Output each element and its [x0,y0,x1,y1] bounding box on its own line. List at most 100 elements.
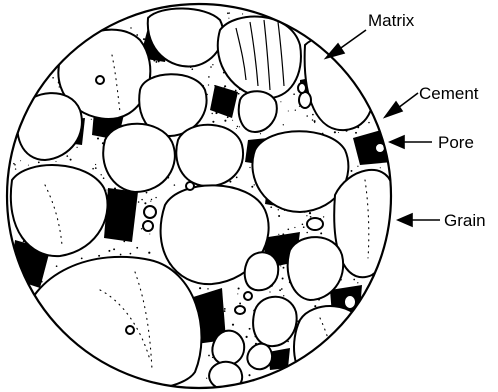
matrix-dot [254,184,255,185]
matrix-dot [13,163,15,165]
matrix-dot [288,110,289,111]
matrix-dot [108,250,110,252]
grain [176,125,243,186]
grain [235,306,245,314]
grain [247,344,272,370]
grain [307,218,323,230]
matrix-dot [236,128,237,129]
matrix-dot [14,164,16,166]
matrix-dot [306,232,308,234]
matrix-dot [191,68,193,70]
matrix-dot [278,215,280,217]
grain [96,76,104,84]
matrix-dot [312,119,314,121]
matrix-dot [174,184,175,185]
matrix-dot [15,168,16,169]
matrix-dot [144,202,146,204]
grain [245,252,278,290]
matrix-dot [70,159,72,161]
matrix-dot [207,288,208,289]
matrix-dot [278,234,279,235]
matrix-dot [28,165,29,166]
matrix-dot [155,61,157,63]
matrix-dot [56,265,58,267]
matrix-dot [334,131,336,133]
matrix-dot [98,255,100,257]
matrix-dot [212,113,213,114]
matrix-dot [293,93,295,95]
matrix-dot [380,167,381,168]
matrix-dot [208,355,210,357]
matrix-dot [249,167,250,168]
matrix-dot [224,308,226,310]
matrix-dot [81,258,83,260]
grain [212,331,244,365]
matrix-dot [283,295,284,296]
matrix-dot [237,293,238,294]
cement-label: Cement [419,84,479,103]
matrix-dot [357,282,358,283]
matrix-dot [138,201,140,203]
matrix-dot [146,192,148,194]
matrix-dot [155,197,156,198]
matrix-dot [294,227,295,228]
matrix-dot [141,199,142,200]
matrix-dot [95,164,96,165]
matrix-dot [310,216,312,218]
matrix-dot [106,189,107,190]
matrix-dot [149,233,150,234]
matrix-dot [309,212,311,214]
matrix-dot [199,287,201,289]
matrix-dot [113,248,115,250]
matrix-dot [283,267,285,269]
matrix-dot [288,229,290,231]
matrix-dot [353,279,355,281]
grain [143,221,153,231]
matrix-dot [136,34,138,36]
matrix-dot [228,18,229,19]
matrix-dot [239,303,241,305]
matrix-dot [269,291,270,292]
matrix-dot [66,155,68,157]
matrix-dot [20,160,21,161]
grain [273,376,283,384]
matrix-dot [141,228,142,229]
matrix-dot [103,177,105,179]
matrix-dot [52,77,54,79]
matrix-dot [224,310,226,312]
grain [126,326,134,334]
matrix-dot [283,124,284,125]
matrix-dot [130,27,131,28]
matrix-dot [120,254,122,256]
matrix-dot [206,378,207,379]
matrix-dot [295,110,296,111]
matrix-dot [227,12,229,14]
matrix-dot [320,232,322,234]
matrix-dot [280,265,281,266]
matrix-dot [278,209,279,210]
matrix-dot [38,162,40,164]
matrix-dot [91,119,92,120]
matrix-dot [232,120,233,121]
matrix-dot [355,132,357,134]
matrix-dot [270,206,272,208]
matrix-dot [150,201,151,202]
matrix-dot [224,85,226,87]
matrix-dot [368,122,369,123]
grain [103,124,175,192]
matrix-dot [136,247,138,249]
pore-label: Pore [438,133,474,152]
matrix-dot [238,93,240,95]
matrix-dot [97,137,99,139]
grain [294,306,365,378]
matrix-dot [248,374,250,376]
grain [253,297,297,346]
matrix-dot [232,324,234,326]
matrix-dot [208,84,209,85]
matrix-dot [224,120,226,122]
matrix-dot [312,114,314,116]
matrix-dot [76,147,77,148]
grain [244,292,252,300]
grain-label: Grain [444,211,486,230]
